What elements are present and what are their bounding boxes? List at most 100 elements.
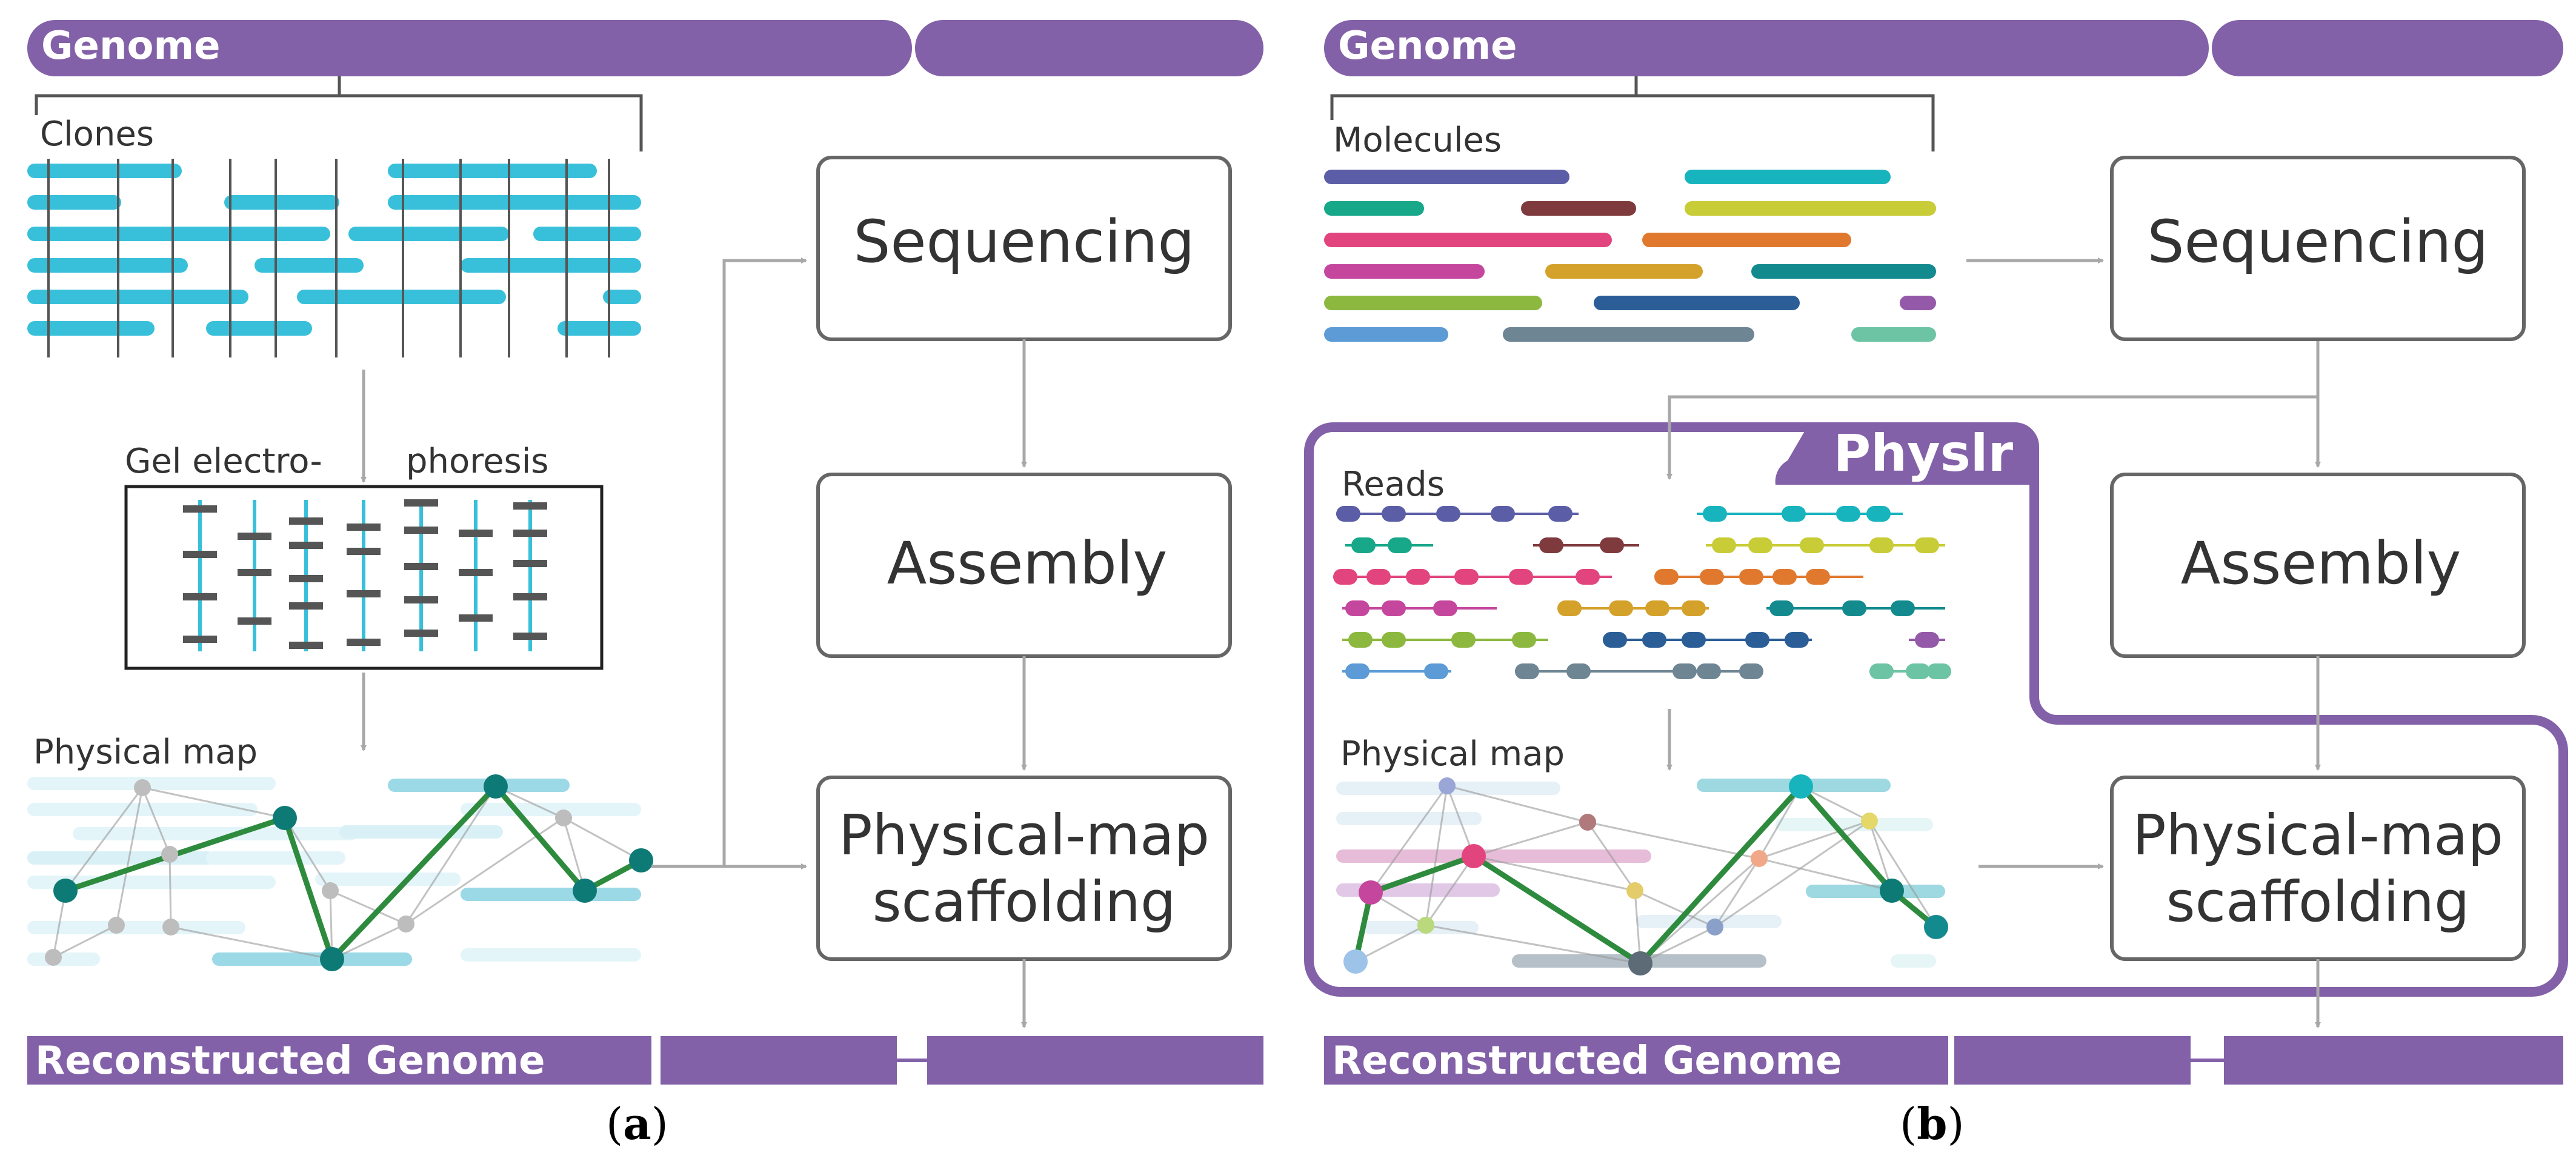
scaffolding-label-b-line2: scaffolding	[2166, 869, 2470, 934]
reconstructed-label-a: Reconstructed Genome	[35, 1039, 545, 1083]
read-bead	[1891, 600, 1915, 616]
map-node	[1880, 879, 1904, 903]
map-node	[322, 882, 339, 899]
read-bead	[1509, 569, 1533, 585]
map-edge	[115, 787, 144, 926]
read-bead	[1869, 537, 1894, 553]
map-edge	[1640, 857, 1760, 965]
read-bead	[1382, 632, 1406, 648]
map-node	[1579, 814, 1596, 831]
physlr-tab	[1775, 427, 2034, 485]
map-molecule-bar	[1806, 885, 1945, 898]
read-bead	[1915, 632, 1939, 648]
reconstructed-genome-bar-b: Reconstructed Genome	[1324, 1036, 2563, 1085]
map-node	[1417, 917, 1434, 934]
read-bead	[1682, 600, 1706, 616]
sequencing-label-b: Sequencing	[2148, 208, 2489, 276]
gel-band	[459, 530, 493, 537]
read-bead	[1345, 600, 1370, 616]
map-edge	[142, 786, 285, 819]
reads-label: Reads	[1342, 465, 1445, 504]
map-edge	[1425, 785, 1448, 926]
molecule-bar	[1545, 264, 1703, 279]
clones-label: Clones	[40, 115, 154, 154]
map-node	[573, 879, 597, 903]
gel-band	[183, 636, 217, 643]
gel-band	[183, 593, 217, 600]
map-node	[53, 879, 78, 903]
map-edge	[563, 817, 642, 862]
map-molecule-bar	[388, 779, 570, 792]
map-edge	[1634, 889, 1716, 928]
map-molecule-bar	[27, 851, 215, 865]
read-bead	[1739, 663, 1763, 679]
map-node	[1462, 844, 1486, 868]
clone-bar	[27, 321, 155, 336]
molecule-bar	[1324, 201, 1424, 216]
map-node	[134, 779, 151, 796]
read-bead	[1512, 632, 1536, 648]
molecule-bar	[1503, 327, 1754, 342]
scaffolding-label-a-line2: scaffolding	[873, 869, 1176, 934]
molecule-bar	[1685, 201, 1936, 216]
read-bead	[1645, 600, 1669, 616]
read-bead	[1927, 663, 1951, 679]
read-bead	[1748, 537, 1772, 553]
map-molecule-bar	[27, 803, 258, 816]
read-bead	[1703, 506, 1727, 522]
molecule-bar	[1521, 201, 1636, 216]
read-bead	[1539, 537, 1563, 553]
clone-bars	[27, 159, 641, 357]
gel-label-left: Gel electro-	[125, 442, 322, 481]
map-edge	[141, 787, 171, 855]
gel-band	[347, 639, 381, 646]
molecule-bar	[1851, 327, 1936, 342]
read-bead	[1348, 632, 1373, 648]
gel-band	[289, 642, 323, 649]
read-bead	[1800, 537, 1824, 553]
molecule-bar	[1324, 170, 1569, 184]
map-edge	[1759, 857, 1892, 892]
map-edge	[168, 854, 172, 928]
read-bead	[1433, 600, 1457, 616]
physical-map-label-b: Physical map	[1340, 734, 1565, 774]
read-bead	[1548, 506, 1573, 522]
map-edge	[1425, 856, 1475, 926]
reconstructed-label-b: Reconstructed Genome	[1332, 1039, 1842, 1083]
read-bead	[1382, 506, 1406, 522]
molecule-bar	[1324, 296, 1542, 310]
genome-label: Genome	[41, 24, 221, 68]
map-edge	[1446, 785, 1588, 823]
read-bead	[1451, 632, 1476, 648]
map-edge	[1425, 924, 1641, 965]
read-bead	[1491, 506, 1515, 522]
gel-band	[238, 617, 271, 625]
read-bead	[1697, 663, 1721, 679]
scaffolding-label-b-line1: Physical-map	[2132, 803, 2503, 868]
map-node	[108, 917, 125, 934]
scaffolding-label-a-line1: Physical-map	[839, 803, 1210, 868]
molecule-bars	[1324, 170, 1936, 342]
map-node	[161, 846, 178, 863]
read-bead	[1454, 569, 1479, 585]
clone-bar	[603, 290, 641, 304]
read-bead	[1682, 632, 1706, 648]
read-bead	[1557, 600, 1582, 616]
read-bead	[1366, 569, 1391, 585]
read-bead	[1336, 506, 1360, 522]
map-molecule-bar	[339, 825, 503, 839]
read-bead	[1609, 600, 1633, 616]
gel-band	[513, 593, 547, 600]
sequencing-label-a: Sequencing	[854, 208, 1195, 276]
gel-label-right: phoresis	[406, 442, 548, 481]
gel-band	[183, 505, 217, 513]
gel-band	[238, 533, 271, 540]
map-edge	[1758, 786, 1802, 859]
read-bead	[1745, 632, 1769, 648]
read-bead	[1576, 569, 1600, 585]
clone-bar	[27, 164, 182, 178]
genome-bracket-a	[35, 76, 643, 151]
read-bead	[1739, 569, 1763, 585]
read-bead	[1603, 632, 1627, 648]
